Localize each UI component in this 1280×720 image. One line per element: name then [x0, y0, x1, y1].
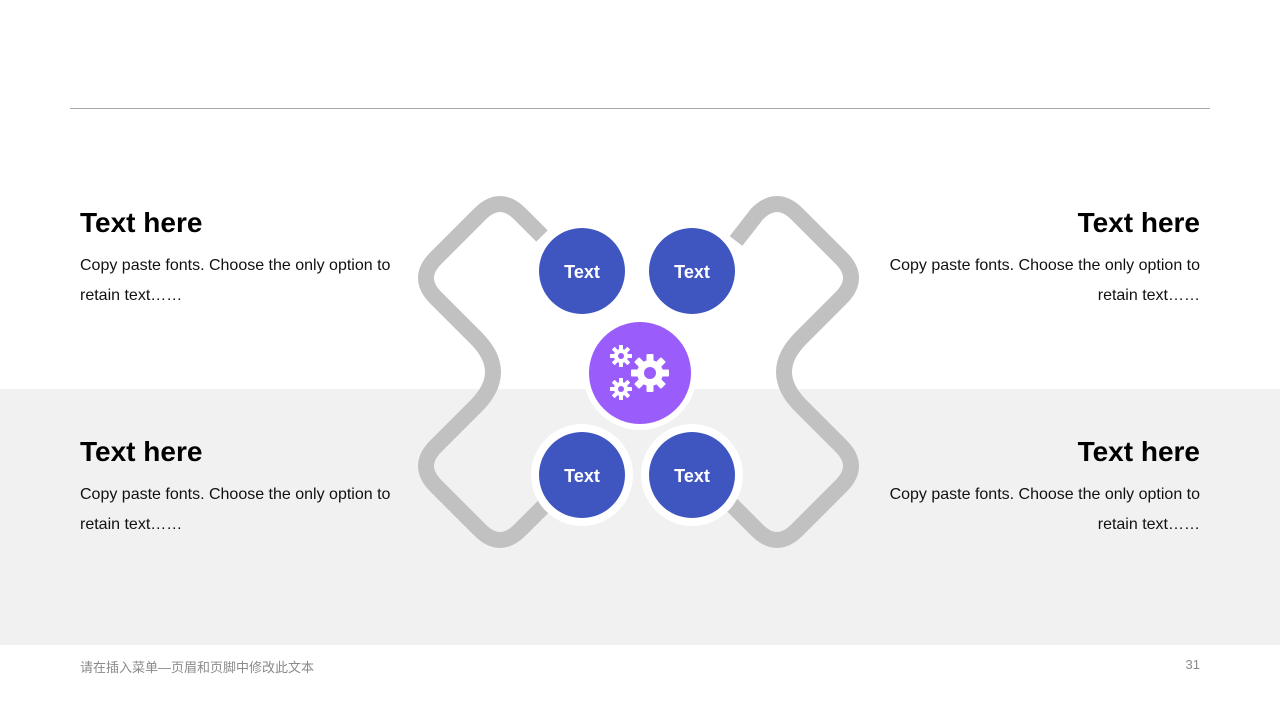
node-label: Text	[674, 262, 710, 282]
node-label: Text	[564, 262, 600, 282]
text-block-bottom-right: Text here Copy paste fonts. Choose the o…	[880, 436, 1200, 539]
block-heading: Text here	[80, 436, 203, 467]
background-band	[0, 389, 1280, 645]
text-block-bottom-left: Text here Copy paste fonts. Choose the o…	[80, 436, 400, 539]
block-heading: Text here	[1077, 207, 1200, 238]
diagram-path-left	[418, 196, 559, 548]
block-body: Copy paste fonts. Choose the only option…	[889, 257, 1200, 304]
block-heading: Text here	[1077, 436, 1200, 467]
node-bottom-right: Text	[641, 424, 743, 526]
node-top-left: Text	[539, 228, 625, 314]
node-bottom-left: Text	[531, 424, 633, 526]
text-block-top-left: Text here Copy paste fonts. Choose the o…	[80, 207, 400, 310]
process-diagram: Text Text Text Text	[418, 196, 859, 548]
center-node	[583, 316, 697, 430]
gears-icon	[610, 345, 669, 400]
block-body: Copy paste fonts. Choose the only option…	[80, 257, 391, 304]
block-body: Copy paste fonts. Choose the only option…	[80, 486, 391, 533]
diagram-path-right	[719, 196, 859, 548]
footer-note: 请在插入菜单—页眉和页脚中修改此文本	[80, 660, 315, 675]
text-block-top-right: Text here Copy paste fonts. Choose the o…	[880, 207, 1200, 310]
block-heading: Text here	[80, 207, 203, 238]
node-label: Text	[674, 466, 710, 486]
node-top-right: Text	[649, 228, 735, 314]
block-body: Copy paste fonts. Choose the only option…	[889, 486, 1200, 533]
page-number: 31	[1185, 657, 1200, 672]
node-label: Text	[564, 466, 600, 486]
header-divider	[70, 108, 1210, 109]
